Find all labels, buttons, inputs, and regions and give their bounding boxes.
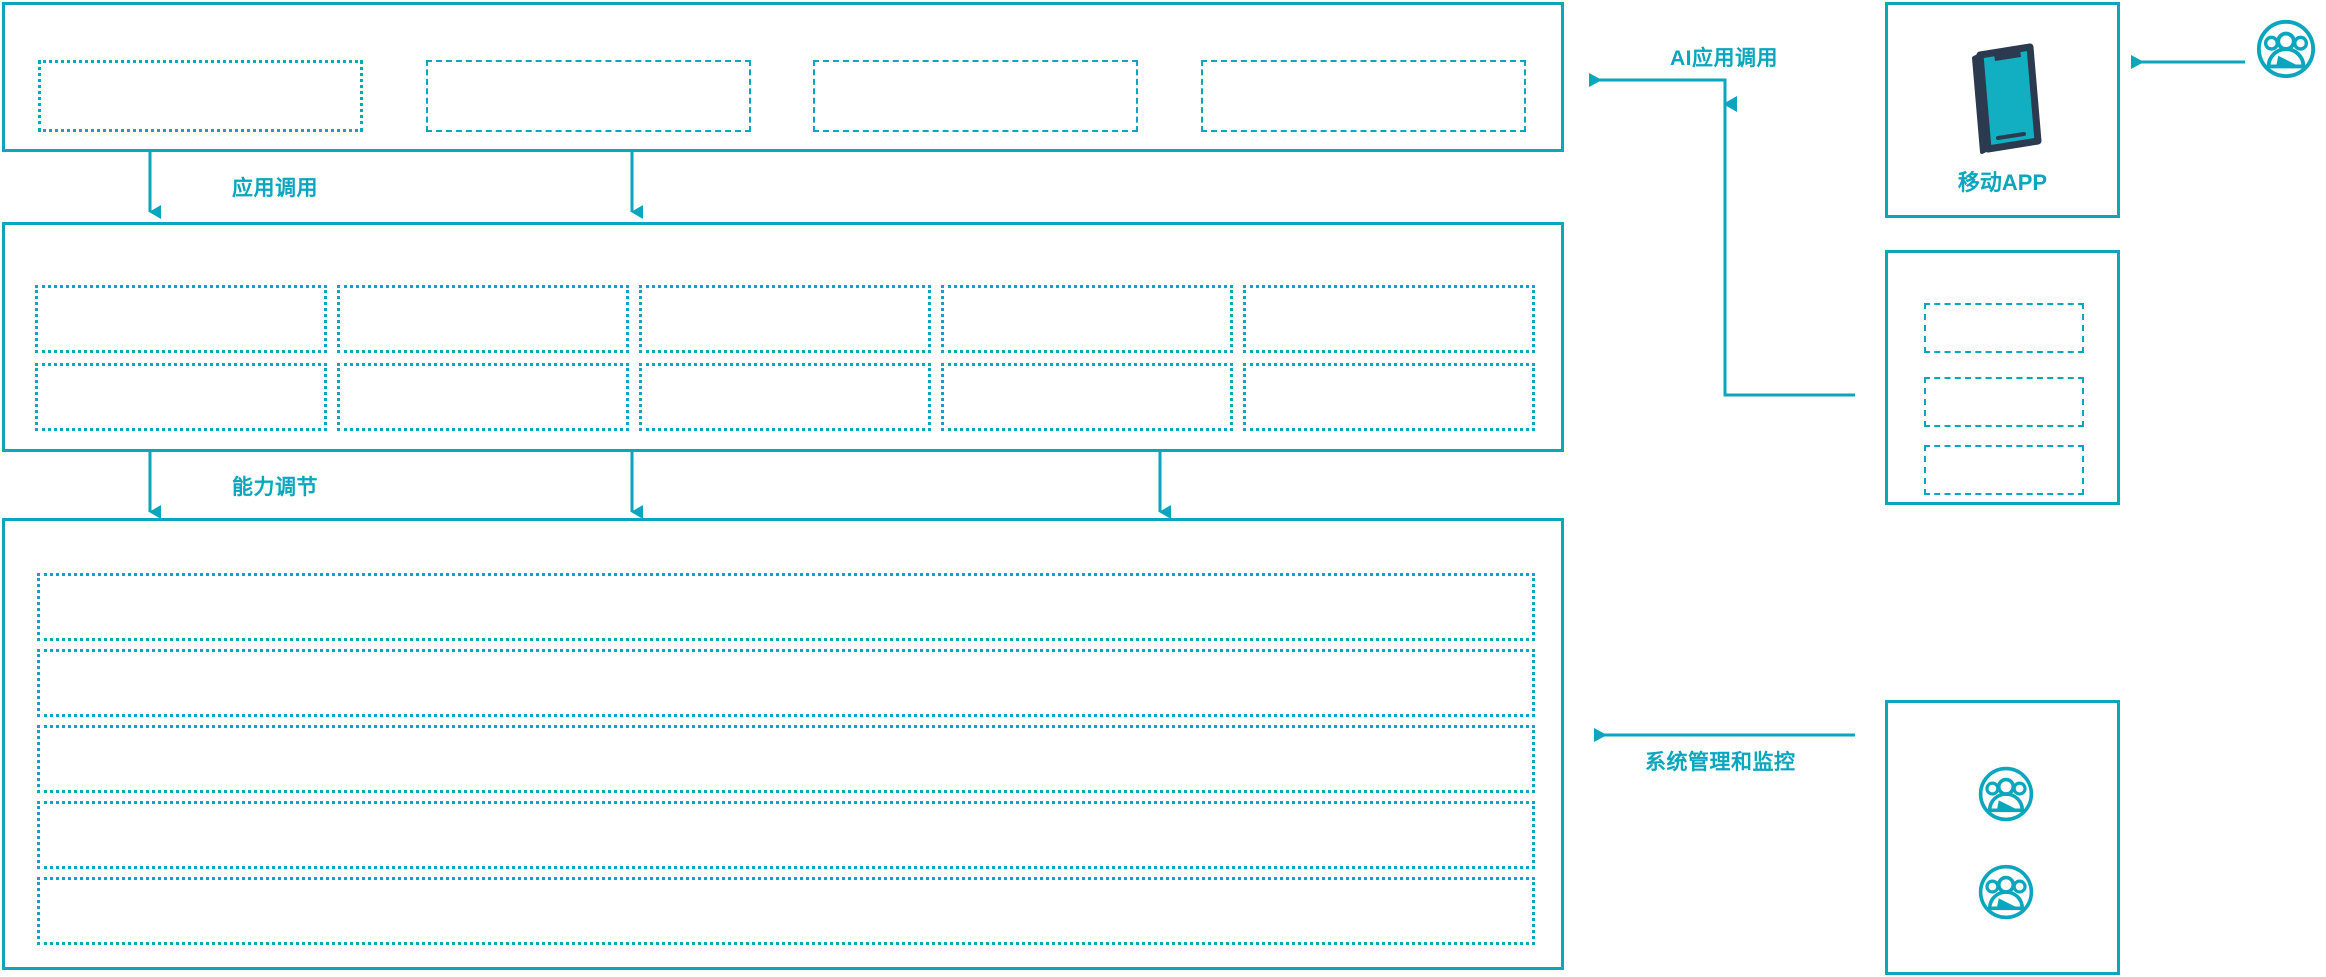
- capability-slot-r1c1[interactable]: [35, 285, 327, 353]
- smartphone-icon: [1958, 35, 2053, 155]
- platform-slot-2[interactable]: [37, 649, 1535, 717]
- platform-slot-4[interactable]: [37, 801, 1535, 869]
- channel-panel-slot-2[interactable]: [1924, 377, 2084, 427]
- platform-slot-5[interactable]: [37, 877, 1535, 945]
- user-group-icon-operator-2: [1977, 863, 2035, 921]
- application-layer-slot-2[interactable]: [426, 60, 751, 132]
- channel-panel-slot-1[interactable]: [1924, 303, 2084, 353]
- flow-label-app-call: 应用调用: [232, 177, 318, 200]
- capability-slot-r1c5[interactable]: [1243, 285, 1535, 353]
- capability-slot-r2c1[interactable]: [35, 363, 327, 431]
- mobile-app-panel[interactable]: 移动APP: [1885, 2, 2120, 218]
- platform-slot-1[interactable]: [37, 573, 1535, 641]
- capability-slot-r1c2[interactable]: [337, 285, 629, 353]
- operators-panel[interactable]: [1885, 700, 2120, 975]
- capability-layer: [2, 222, 1564, 452]
- flow-label-capability-dispatch: 能力调节: [232, 476, 318, 499]
- platform-layer: [2, 518, 1564, 970]
- channel-panel-slot-3[interactable]: [1924, 445, 2084, 495]
- capability-slot-r2c3[interactable]: [639, 363, 931, 431]
- arrow-ai-app-call: [1589, 73, 1855, 397]
- capability-slot-r1c3[interactable]: [639, 285, 931, 353]
- capability-slot-r1c4[interactable]: [941, 285, 1233, 353]
- application-layer: [2, 2, 1564, 152]
- flow-label-ai-app-call: AI应用调用: [1670, 47, 1778, 70]
- mobile-app-caption: 移动APP: [1957, 170, 2048, 195]
- channel-panel[interactable]: [1885, 250, 2120, 505]
- capability-slot-r2c5[interactable]: [1243, 363, 1535, 431]
- capability-slot-r2c4[interactable]: [941, 363, 1233, 431]
- user-group-icon-end-user: [2255, 18, 2317, 80]
- capability-slot-r2c2[interactable]: [337, 363, 629, 431]
- application-layer-slot-1[interactable]: [38, 60, 363, 132]
- platform-slot-3[interactable]: [37, 725, 1535, 793]
- application-layer-slot-4[interactable]: [1201, 60, 1526, 132]
- user-group-icon-operator-1: [1977, 765, 2035, 823]
- application-layer-slot-3[interactable]: [813, 60, 1138, 132]
- flow-label-system-admin-monitor: 系统管理和监控: [1645, 751, 1796, 774]
